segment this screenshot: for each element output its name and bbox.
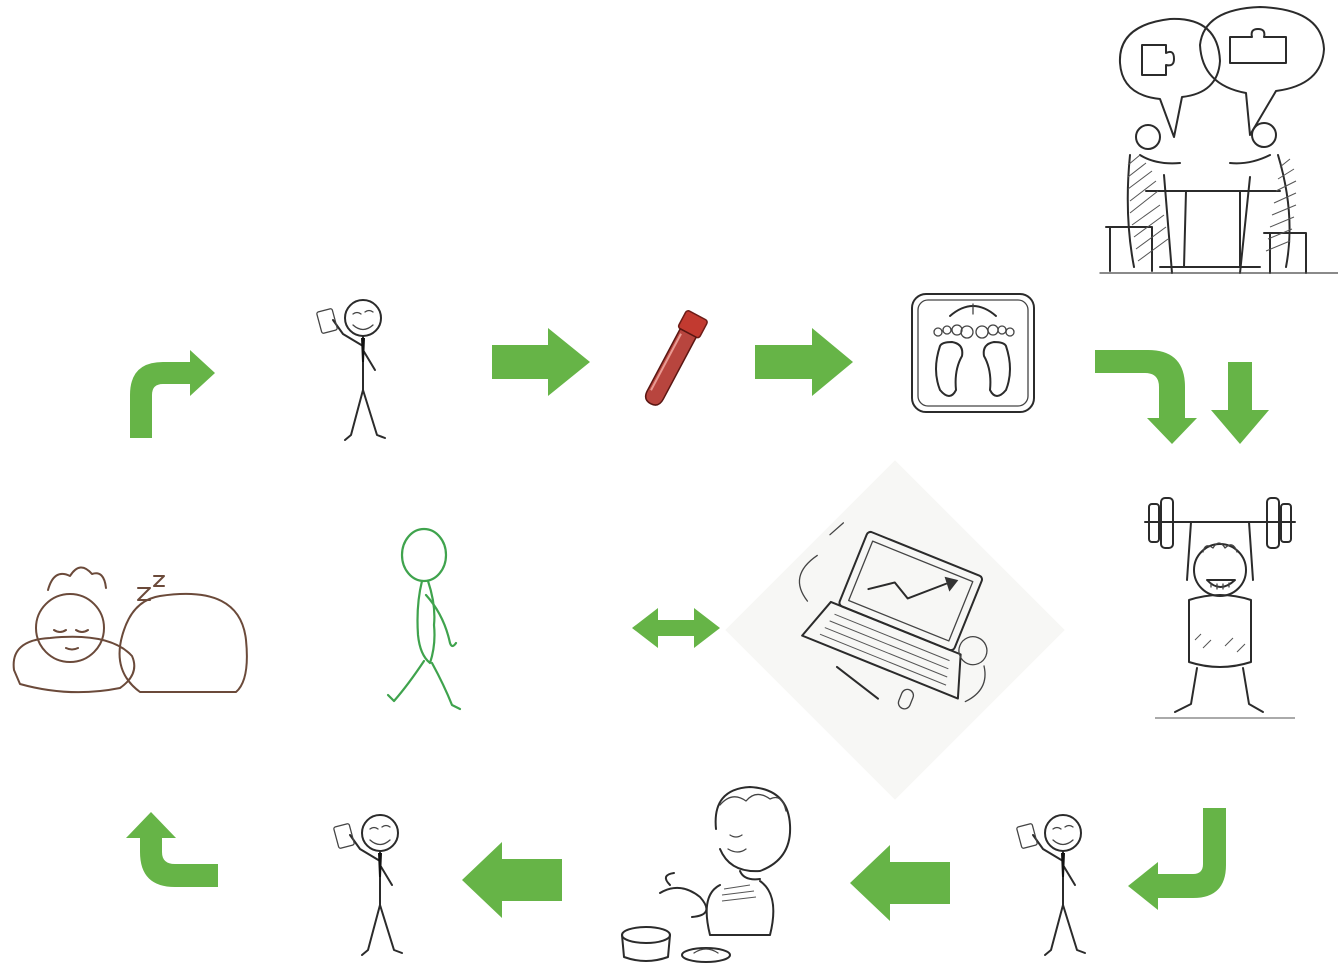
double-headed-arrow <box>632 608 720 648</box>
curved-arrow-down-left <box>1128 808 1226 910</box>
curved-arrow-right-down <box>1095 350 1197 444</box>
right-arrow-2 <box>755 328 853 396</box>
weight-scale-icon <box>912 294 1034 412</box>
eating-person-icon <box>622 787 790 962</box>
laptop-work-icon <box>725 460 1064 799</box>
phone-person-icon <box>316 300 385 440</box>
arrows-layer <box>126 328 1269 921</box>
left-arrow-1 <box>850 845 950 921</box>
right-arrow-1 <box>492 328 590 396</box>
left-arrow-2 <box>462 842 562 918</box>
sleeping-person-icon <box>14 567 247 692</box>
phone-person-icon-2 <box>1016 815 1085 955</box>
curved-arrow-up-left <box>126 812 218 887</box>
walking-person-icon <box>388 529 460 709</box>
curved-arrow-up-right <box>130 350 215 438</box>
phone-person-icon-3 <box>333 815 402 955</box>
weightlifter-icon <box>1145 498 1295 718</box>
down-arrow <box>1211 362 1269 444</box>
blood-tube-icon <box>640 310 708 410</box>
consultation-icon <box>1100 7 1338 273</box>
